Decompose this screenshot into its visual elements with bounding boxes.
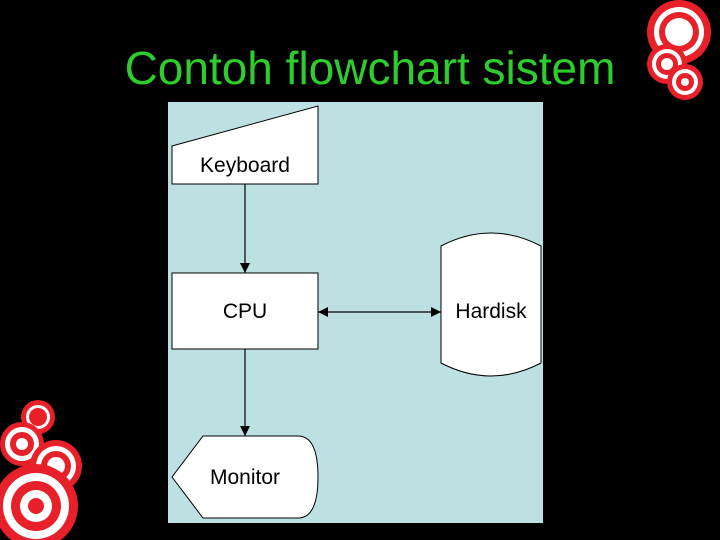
red-circle-icon [667,64,703,100]
cpu-label: CPU [223,300,267,323]
cpu-node: CPU [171,272,319,350]
cylinder-shape [440,232,542,377]
keyboard-node: Keyboard [171,105,319,185]
red-circle-icon [0,464,78,540]
process-shape [171,272,319,350]
flowchart-diagram: Keyboard CPU Hardisk Monitor [171,105,542,519]
red-circles-decoration-bottom-left [0,400,82,540]
monitor-node: Monitor [171,435,319,519]
manual-input-shape [171,105,319,185]
keyboard-label: Keyboard [200,154,290,177]
hardisk-label: Hardisk [455,300,527,323]
display-shape [171,435,319,519]
monitor-label: Monitor [210,466,280,489]
slide-title: Contoh flowchart sistem [124,42,616,94]
red-circles-decoration-top-right [647,0,711,100]
hardisk-node: Hardisk [440,232,542,377]
flowchart-panel: Keyboard CPU Hardisk Monitor [168,102,543,523]
